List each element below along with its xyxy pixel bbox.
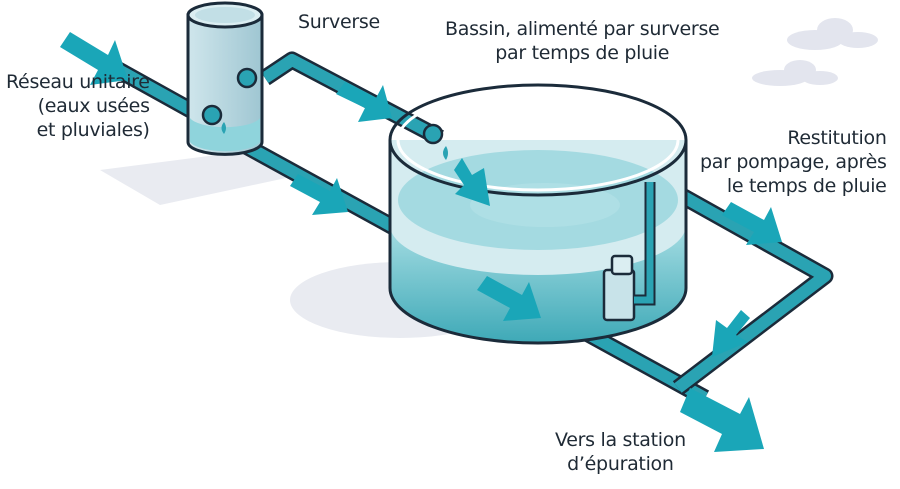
label-line: Bassin, alimenté par surverse <box>445 18 720 40</box>
label-line: par pompage, après <box>700 151 887 173</box>
flow-arrow-icon <box>60 32 128 85</box>
label-reseau-unitaire: Réseau unitaire (eaux usées et pluviales… <box>6 70 150 142</box>
overflow-pipe <box>260 51 444 146</box>
label-line: d’épuration <box>567 453 674 475</box>
flow-arrow-icon <box>454 158 490 206</box>
flow-arrow-icon <box>712 310 750 357</box>
label-restitution: Restitution par pompage, après le temps … <box>700 126 887 198</box>
label-line: Surverse <box>298 11 380 33</box>
flow-arrow-icon <box>290 174 348 215</box>
pump-icon <box>602 182 656 322</box>
flow-arrow-icon <box>722 202 782 245</box>
label-line: le temps de pluie <box>726 175 887 197</box>
flow-arrow-icon <box>477 276 541 321</box>
flow-arrow-icon <box>680 388 764 452</box>
label-line: (eaux usées <box>37 95 150 117</box>
overflow-chamber <box>186 1 264 156</box>
cloud-icon <box>787 18 878 50</box>
label-line: par temps de pluie <box>495 42 670 64</box>
cloud-icon <box>752 60 838 86</box>
label-line: Restitution <box>787 127 887 149</box>
label-station: Vers la station d’épuration <box>555 428 686 476</box>
label-line: Réseau unitaire <box>6 71 150 93</box>
label-bassin: Bassin, alimenté par surverse par temps … <box>445 17 720 65</box>
chamber-shadow <box>100 150 300 205</box>
label-line: et pluviales) <box>36 119 150 141</box>
label-line: Vers la station <box>555 429 686 451</box>
flow-arrow-icon <box>336 82 392 122</box>
label-surverse: Surverse <box>298 10 380 34</box>
